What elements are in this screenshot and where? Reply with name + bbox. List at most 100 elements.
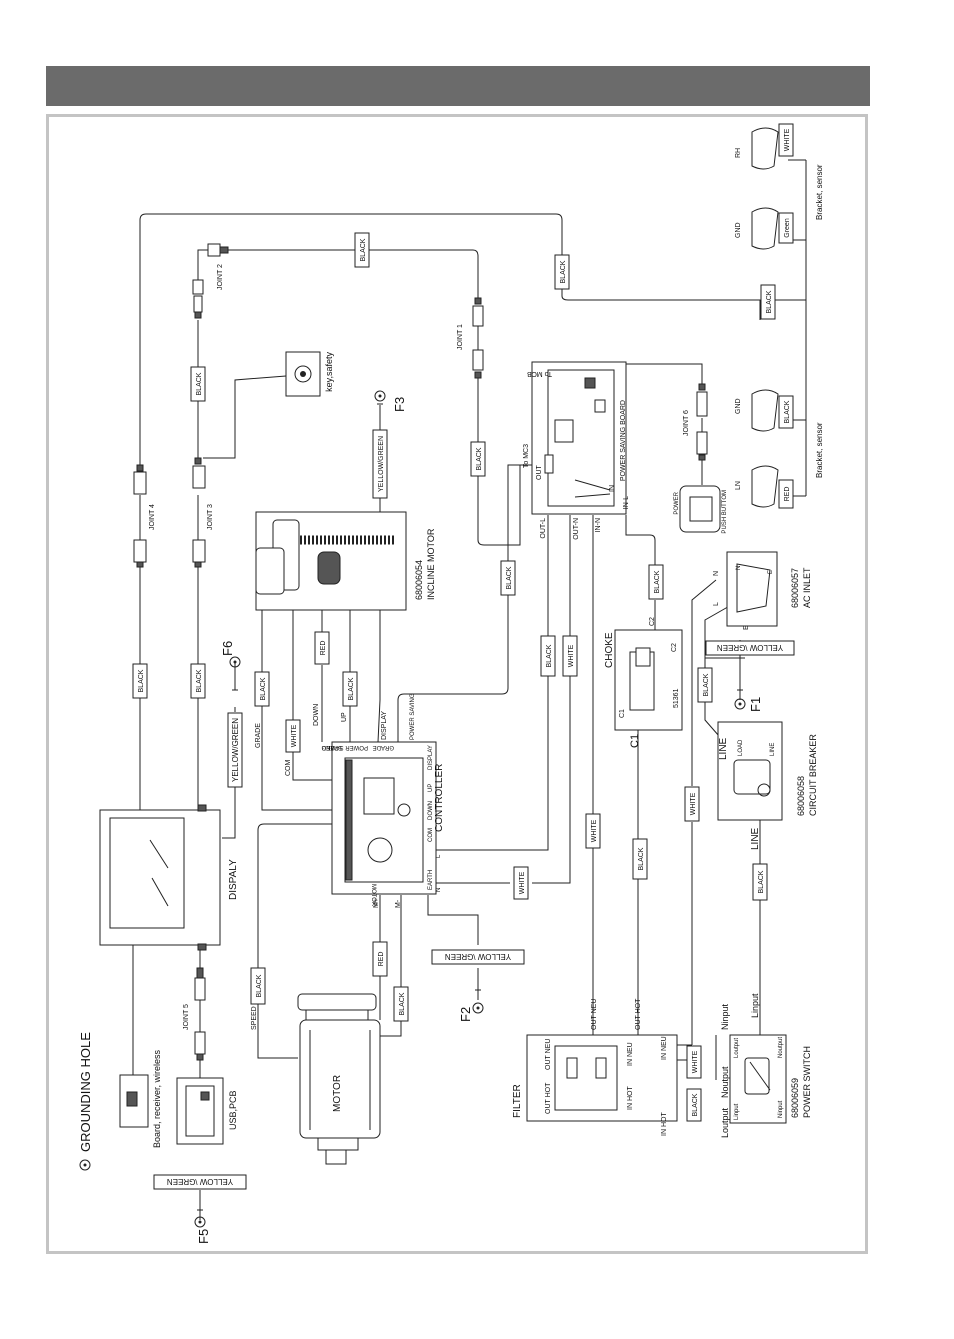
- wire-label-black: BLACK: [132, 663, 148, 699]
- ps-loutput: Loutput: [720, 1107, 730, 1138]
- f6-label: F6: [220, 641, 235, 656]
- wire-label-text: BLACK: [654, 570, 661, 593]
- incline-part: 68006054: [414, 560, 424, 600]
- wire-label-text: BLACK: [256, 974, 263, 997]
- diagram-frame: [46, 114, 868, 1254]
- term-down: DOWN: [428, 801, 434, 820]
- motor-component: MOTOR: [297, 993, 381, 1165]
- term-com: COM: [428, 828, 434, 842]
- connector-joint2-top: [207, 243, 229, 257]
- ac-l: L: [713, 602, 720, 606]
- choke-label: CHOKE: [604, 632, 615, 668]
- joint3-label: JOINT 3: [207, 504, 214, 530]
- wire-up: UP: [341, 712, 348, 722]
- wire-label-white: WHITE: [285, 719, 301, 753]
- wire-label-black: BLACK: [354, 232, 370, 268]
- psb-to-mcb: To MCB: [527, 370, 552, 377]
- term-m-minus: M-: [395, 899, 402, 908]
- wire-label-text: WHITE: [784, 128, 791, 151]
- wire-label-text: BLACK: [506, 566, 513, 589]
- filter-side-in-neu: IN NEU: [661, 1036, 668, 1060]
- filter-top-out-neu: OUT NEU: [591, 999, 598, 1030]
- joint-connectors: [133, 243, 708, 1061]
- wire-com: COM: [285, 760, 292, 777]
- wire-label-text: RED: [784, 487, 791, 502]
- cb-name: CIRCUIT BREAKER: [808, 734, 818, 816]
- psb-out-n: OUT-N: [573, 518, 580, 540]
- wire-label-text: YELLOW \GREEN: [167, 1177, 233, 1186]
- wire-speed: SPEED: [251, 1006, 258, 1030]
- controller-component: CONTROLLER SPEED POWER SAVING GRADE DISP…: [251, 693, 445, 1030]
- psb-out-l: OUT-L: [540, 518, 547, 539]
- wire-label-black: BLACK: [500, 560, 516, 596]
- incline-name: INCLINE MOTOR: [426, 528, 436, 600]
- cb-part: 68006058: [796, 776, 806, 816]
- joint2-label: JOINT 2: [217, 264, 224, 290]
- board-wireless: Board, receiver, wireless: [119, 1049, 162, 1148]
- wire-power-saving: POWER SAVING: [410, 693, 416, 740]
- wire-label-white: WHITE: [778, 123, 794, 157]
- filter-in-hot: IN HOT: [627, 1086, 634, 1110]
- f3-label: F3: [392, 397, 407, 412]
- psb-label: POWER SAVING BOARD: [620, 400, 627, 481]
- power-label: POWER: [674, 491, 680, 514]
- wire-label-text: BLACK: [766, 290, 773, 313]
- ac-e: E: [743, 625, 750, 630]
- filter-top-out-hot: OUT HOT: [635, 998, 642, 1030]
- wire-label-black: BLACK: [752, 863, 768, 901]
- ground-f3: F3: [374, 390, 407, 412]
- ground-f6: F6: [220, 641, 241, 691]
- wire-label-black: BLACK: [254, 671, 270, 707]
- joint4-label: JOINT 4: [149, 504, 156, 530]
- wire-label-text: BLACK: [638, 847, 645, 870]
- ac-name: AC INLET: [802, 567, 812, 608]
- psb-in-l: IN-L: [623, 496, 630, 509]
- filter-label: FILTER: [512, 1084, 523, 1118]
- wire-label-red: RED: [372, 941, 388, 977]
- sensor-gnd-bottom: GND: [735, 398, 742, 414]
- ac-inner-n: N: [736, 566, 742, 570]
- wire-label-text: BLACK: [784, 400, 791, 423]
- cb-line-top: LINE: [718, 737, 729, 760]
- term-grade: GRADE: [373, 744, 394, 750]
- power-switch-component: 68006059 POWER SWITCH Ninput Linput Nout…: [720, 993, 812, 1138]
- connector-joint2: [192, 279, 204, 319]
- circuit-breaker-component: 68006058 CIRCUIT BREAKER LINE LINE LOAD …: [717, 721, 818, 850]
- psb-in: IN: [609, 485, 616, 492]
- ac-part: 68006057: [790, 568, 800, 608]
- ps-in-linput: Linput: [734, 1103, 740, 1120]
- psb-in-n: IN-N: [595, 518, 602, 532]
- wire-label-text: RED: [320, 641, 327, 656]
- ground-f1: F1: [734, 689, 763, 712]
- joint6-label: JOINT 6: [683, 410, 690, 436]
- wire-label-text: BLACK: [546, 644, 553, 667]
- filter-out-hot: OUT HOT: [545, 1082, 552, 1114]
- wire-labels: BLACK BLACK BLACK BLACK BLACK YELLOW/GRE…: [132, 123, 795, 1190]
- f5-label: F5: [196, 1229, 211, 1244]
- sensor-ln: LN: [735, 481, 742, 490]
- ps-linput: Linput: [750, 993, 760, 1018]
- term-earth: EARTH: [428, 870, 434, 890]
- wire-label-text: BLACK: [703, 673, 710, 696]
- motor-label: MOTOR: [332, 1075, 343, 1112]
- sensors: RH GND GND LN Bracket, sensor Bracket, s…: [735, 127, 824, 508]
- wire-label-green: Green: [778, 212, 794, 244]
- push-button-component: PUSH BUTTOM POWER: [674, 485, 728, 534]
- choke-c2-outer: C2: [649, 617, 656, 626]
- psb-out: OUT: [536, 465, 543, 481]
- bracket-sensor-top: Bracket, sensor: [815, 164, 824, 220]
- wire-label-text: Green: [784, 218, 791, 238]
- ps-in-noutput: Noutput: [778, 1037, 784, 1058]
- wire-label-text: BLACK: [399, 992, 406, 1015]
- grounding-hole-label: GROUNDING HOLE: [78, 1032, 93, 1152]
- filter-in-neu: IN NEU: [627, 1042, 634, 1066]
- board-label: Board, receiver, wireless: [152, 1049, 162, 1148]
- wire-label-black: BLACK: [393, 986, 409, 1022]
- wire-label-black: BLACK: [250, 967, 266, 1005]
- controller-label: CONTROLLER: [434, 764, 445, 832]
- display-component: DISPALY: [99, 804, 239, 951]
- wire-label-black: BLACK: [470, 441, 486, 477]
- wire-label-black: BLACK: [686, 1088, 702, 1122]
- wire-label-text: BLACK: [196, 669, 203, 692]
